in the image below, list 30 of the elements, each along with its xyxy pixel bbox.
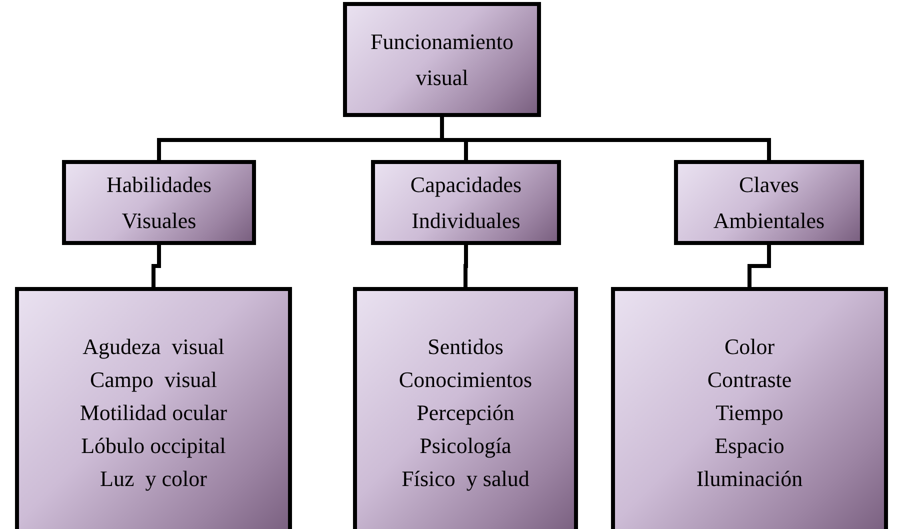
category-box [343, 2, 541, 117]
connector-line [748, 245, 771, 287]
box-text: Espacio [714, 432, 784, 460]
box-text: Percepción [416, 398, 514, 427]
connector-line [464, 245, 468, 287]
list-box [611, 287, 888, 529]
box-text: Conocimientos [398, 366, 532, 394]
connector-line [152, 245, 161, 287]
category-box [674, 160, 864, 245]
box-text: Contraste [707, 366, 792, 394]
box-text: Agudeza visual [82, 332, 224, 361]
box-text: Capacidades Individuales [409, 171, 523, 234]
box-text: Luz y color [100, 464, 207, 493]
box-text: Tiempo [716, 398, 784, 427]
box-text: Lóbulo occipital [81, 432, 226, 460]
list-box [15, 287, 292, 529]
box-text: Motilidad ocular [80, 398, 228, 426]
category-box [371, 160, 561, 245]
box-text: Iluminación [696, 464, 803, 492]
box-text: Psicología [420, 432, 512, 460]
box-text: Sentidos [428, 332, 504, 360]
box-text: Color [724, 332, 775, 360]
box-text: Claves Ambientales [712, 171, 826, 234]
box-text: Habilidades Visuales [105, 171, 213, 234]
box-text: Funcionamiento visual [370, 28, 514, 92]
box-text: Campo visual [90, 366, 218, 394]
category-box [62, 160, 256, 245]
connector-line [440, 117, 771, 160]
list-box [353, 287, 578, 529]
box-text: Físico y salud [402, 464, 530, 493]
